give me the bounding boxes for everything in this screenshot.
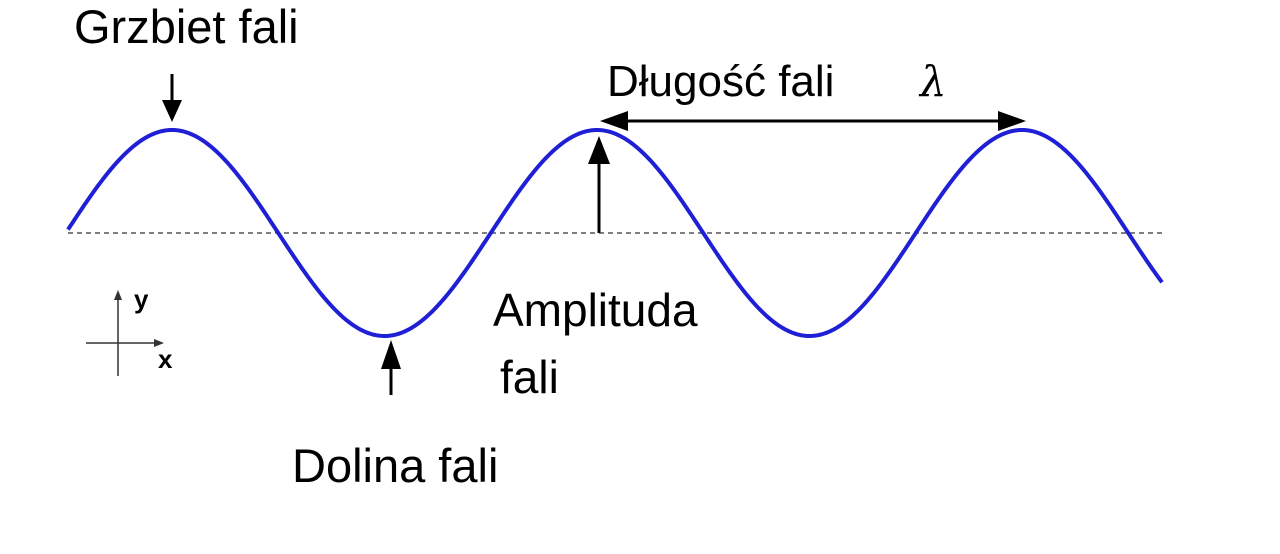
crest-label: Grzbiet fali: [74, 0, 299, 53]
amplitude-arrow: [588, 136, 610, 233]
wavelength-label: Długość fali: [607, 57, 834, 106]
trough-label: Dolina fali: [292, 439, 498, 492]
axis-x-label: x: [158, 344, 173, 374]
crest-arrow: [162, 74, 182, 122]
lambda-symbol: λ: [918, 57, 947, 106]
sine-wave: [66, 128, 1164, 338]
amplitude-label-line1: Amplituda: [493, 284, 698, 336]
amplitude-label-line2: fali: [500, 351, 559, 403]
wavelength-arrow: [600, 111, 1026, 131]
axes-icon: [86, 290, 164, 376]
trough-arrow: [381, 340, 401, 395]
axis-y-label: y: [134, 284, 149, 314]
